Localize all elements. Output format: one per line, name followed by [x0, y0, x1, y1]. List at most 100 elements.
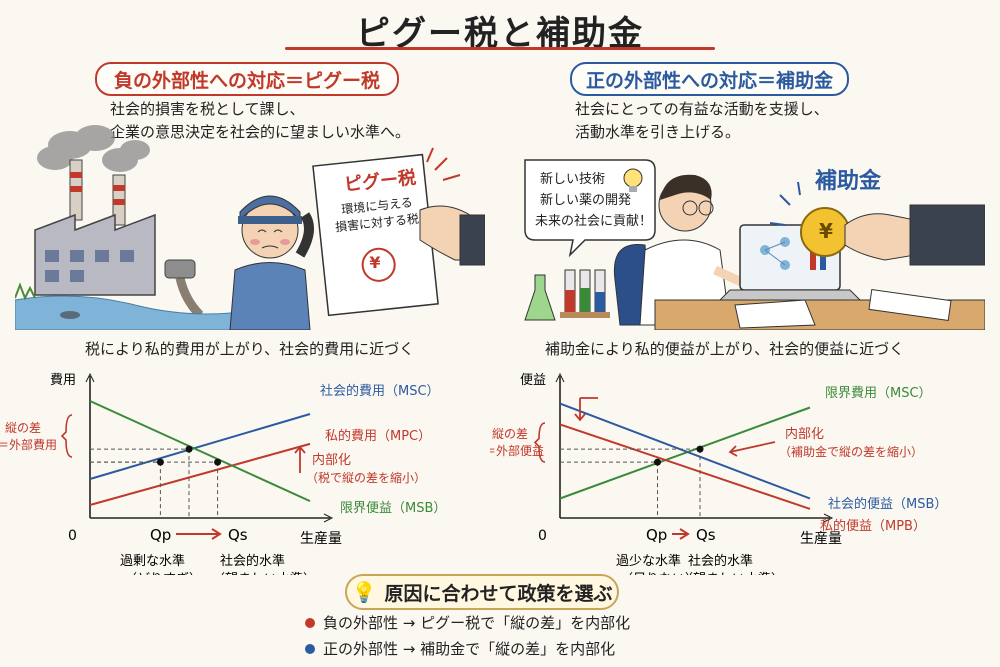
- bubble-line3: 未来の社会に貢献！: [535, 214, 653, 229]
- chart0-x-axis-arrow: [323, 513, 334, 523]
- chart0-qs-caption-2: （望ましい水準）: [212, 571, 316, 575]
- chart1-bracket-icon: [533, 422, 546, 463]
- chart1-series-label-0: 限界費用（MSC）: [825, 386, 932, 401]
- factory-illustration: [15, 125, 485, 330]
- chart1-qp-qs-arrowhead: [679, 528, 690, 540]
- chart0-series-line-1: [89, 442, 311, 506]
- summary-line-positive: 正の外部性 → 補助金で「縦の差」を内部化: [305, 638, 615, 659]
- chart0-y-axis-label: 費用: [50, 373, 76, 388]
- chart0-annotation-arrow-icon: [294, 445, 306, 473]
- bubble-line2: 新しい薬の開発: [540, 193, 632, 208]
- chart0-point-1: [214, 458, 222, 466]
- river-icon: [15, 295, 256, 330]
- summary-line-negative: 負の外部性 → ピグー税で「縦の差」を内部化: [305, 612, 630, 633]
- summary-line1-text: 負の外部性 → ピグー税で「縦の差」を内部化: [323, 614, 631, 632]
- chart1-annotation-2: （補助金で縦の差を縮小）: [779, 444, 923, 459]
- chart1-x-axis-label: 生産量: [800, 531, 842, 547]
- chart1-x-axis-arrow: [823, 513, 834, 523]
- left-chart-title: 税により私的費用が上がり、社会的費用に近づく: [85, 340, 415, 358]
- chart0-point-2: [156, 458, 164, 466]
- factory-building-icon: [34, 213, 156, 296]
- speech-bubble-icon: [524, 159, 656, 258]
- chart0-bracket-icon: [60, 414, 73, 458]
- right-chart-title: 補助金により私的便益が上がり、社会的便益に近づく: [545, 340, 905, 358]
- paper-stack-icon: [868, 288, 952, 322]
- subsidy-desc-line1: 社会にとっての有益な活動を支援し、: [575, 100, 829, 118]
- giving-hand-icon: [844, 204, 985, 266]
- grass-icon: [15, 282, 36, 301]
- chart0-series-label-0: 社会的費用（MSC）: [320, 383, 440, 399]
- pigou-tax-heading: 負の外部性への対応＝ピグー税: [95, 62, 399, 96]
- bubble-line1: 新しい技術: [540, 172, 606, 187]
- chart0-annotation-1: 内部化: [312, 452, 351, 468]
- chart1-series-line-1: [559, 402, 811, 500]
- researcher-illustration: [524, 159, 985, 330]
- smoke-icon: [37, 125, 150, 172]
- chart0-bracket-label-1: 縦の差: [5, 421, 41, 435]
- chart1-tick-qp: Qp: [646, 526, 667, 544]
- title-underline: [285, 47, 715, 50]
- chart1-bracket-label-1: 縦の差: [492, 427, 528, 441]
- pigou-desc-line2: 企業の意思決定を社会的に望ましい水準へ。: [110, 123, 411, 141]
- chart1-qs-caption-1: 社会的水準: [688, 553, 753, 569]
- pigou-desc-line1: 社会的損害を税として課し、: [110, 100, 305, 118]
- summary-label: 原因に合わせて政策を選ぶ: [384, 582, 613, 605]
- chart0-x-axis-label: 生産量: [300, 531, 342, 547]
- chart1-series-label-1: 社会的便益（MSB）: [828, 496, 947, 512]
- summary-lightbulb-icon: 💡: [351, 580, 377, 604]
- chart0-bracket-label-2: ＝外部費用: [0, 437, 57, 452]
- subsidy-label: 補助金: [815, 169, 882, 194]
- chimney-icon: [69, 159, 126, 226]
- blue-bullet-icon: [305, 643, 315, 654]
- chart0-tick-qp: Qp: [150, 526, 171, 544]
- chart1-y-axis-arrow: [555, 372, 565, 383]
- pigou-tax-description: 社会的損害を税として課し、 企業の意思決定を社会的に望ましい水準へ。: [110, 98, 430, 144]
- chart0-origin-label: 0: [68, 528, 77, 544]
- chart0-series-label-1: 私的費用（MPC）: [325, 428, 431, 444]
- summary-box: 💡 原因に合わせて政策を選ぶ: [345, 574, 619, 610]
- fish-icon: [60, 311, 80, 319]
- subsidy-heading: 正の外部性への対応＝補助金: [570, 62, 849, 96]
- yen-symbol: ¥: [369, 253, 381, 272]
- notebook-icon: [734, 299, 816, 329]
- chart0-series-line-2: [89, 400, 311, 503]
- subsidy-description: 社会にとっての有益な活動を支援し、 活動水準を引き上げる。: [575, 98, 875, 144]
- chart0-qp-caption-2: （どりすぎ）: [124, 572, 202, 575]
- emphasis-lines-icon: [426, 147, 461, 181]
- hand-icon: [419, 205, 485, 266]
- chart1-annotation-arrow-icon: [728, 441, 776, 457]
- chart0-qp-qs-arrowhead: [211, 528, 222, 540]
- pollution-pipe-icon: [164, 259, 204, 319]
- chart1-tick-qs: Qs: [696, 526, 716, 544]
- chart0-y-axis-arrow: [85, 372, 95, 383]
- lightbulb-icon: [623, 168, 643, 192]
- chart1-series-line-0: [559, 406, 811, 500]
- chart0-tick-qs: Qs: [228, 526, 248, 544]
- lab-flask-icon: [524, 269, 610, 321]
- chart1-qp-caption-1: 過少な水準: [616, 553, 681, 569]
- chart1-series-label-2: 私的便益（MPB）: [820, 518, 926, 534]
- summary-line2-text: 正の外部性 → 補助金で「縦の差」を内部化: [323, 640, 616, 658]
- chart1-qp-caption-2: （足りない）: [620, 572, 698, 575]
- subsidy-desc-line2: 活動水準を引き上げる。: [575, 123, 741, 141]
- chart1-point-1: [654, 458, 661, 466]
- worried-worker-icon: [229, 195, 314, 330]
- chart0-point-0: [185, 445, 193, 453]
- chart1-series-line-2: [559, 423, 811, 510]
- chart1-y-axis-label: 便益: [520, 373, 546, 388]
- sparkle-lines-icon: [769, 181, 801, 226]
- chart0-series-line-0: [89, 413, 311, 480]
- coin-yen-symbol: ¥: [819, 219, 833, 243]
- chart1-bracket-label-2: ＝外部便益: [490, 443, 544, 458]
- chart1-origin-label: 0: [538, 528, 547, 544]
- chart1-qs-caption-2: （望ましい水準）: [680, 571, 784, 575]
- chart1-shift-arrow-icon: [574, 397, 598, 422]
- chart1-annotation-1: 内部化: [785, 426, 824, 442]
- chart1-point-0: [696, 445, 704, 453]
- chart0-annotation-2: （税で縦の差を縮小）: [306, 470, 426, 485]
- chart0-qp-caption-1: 過剰な水準: [120, 553, 185, 569]
- chart0-series-label-2: 限界便益（MSB）: [340, 501, 446, 516]
- chart0-qs-caption-1: 社会的水準: [220, 553, 285, 569]
